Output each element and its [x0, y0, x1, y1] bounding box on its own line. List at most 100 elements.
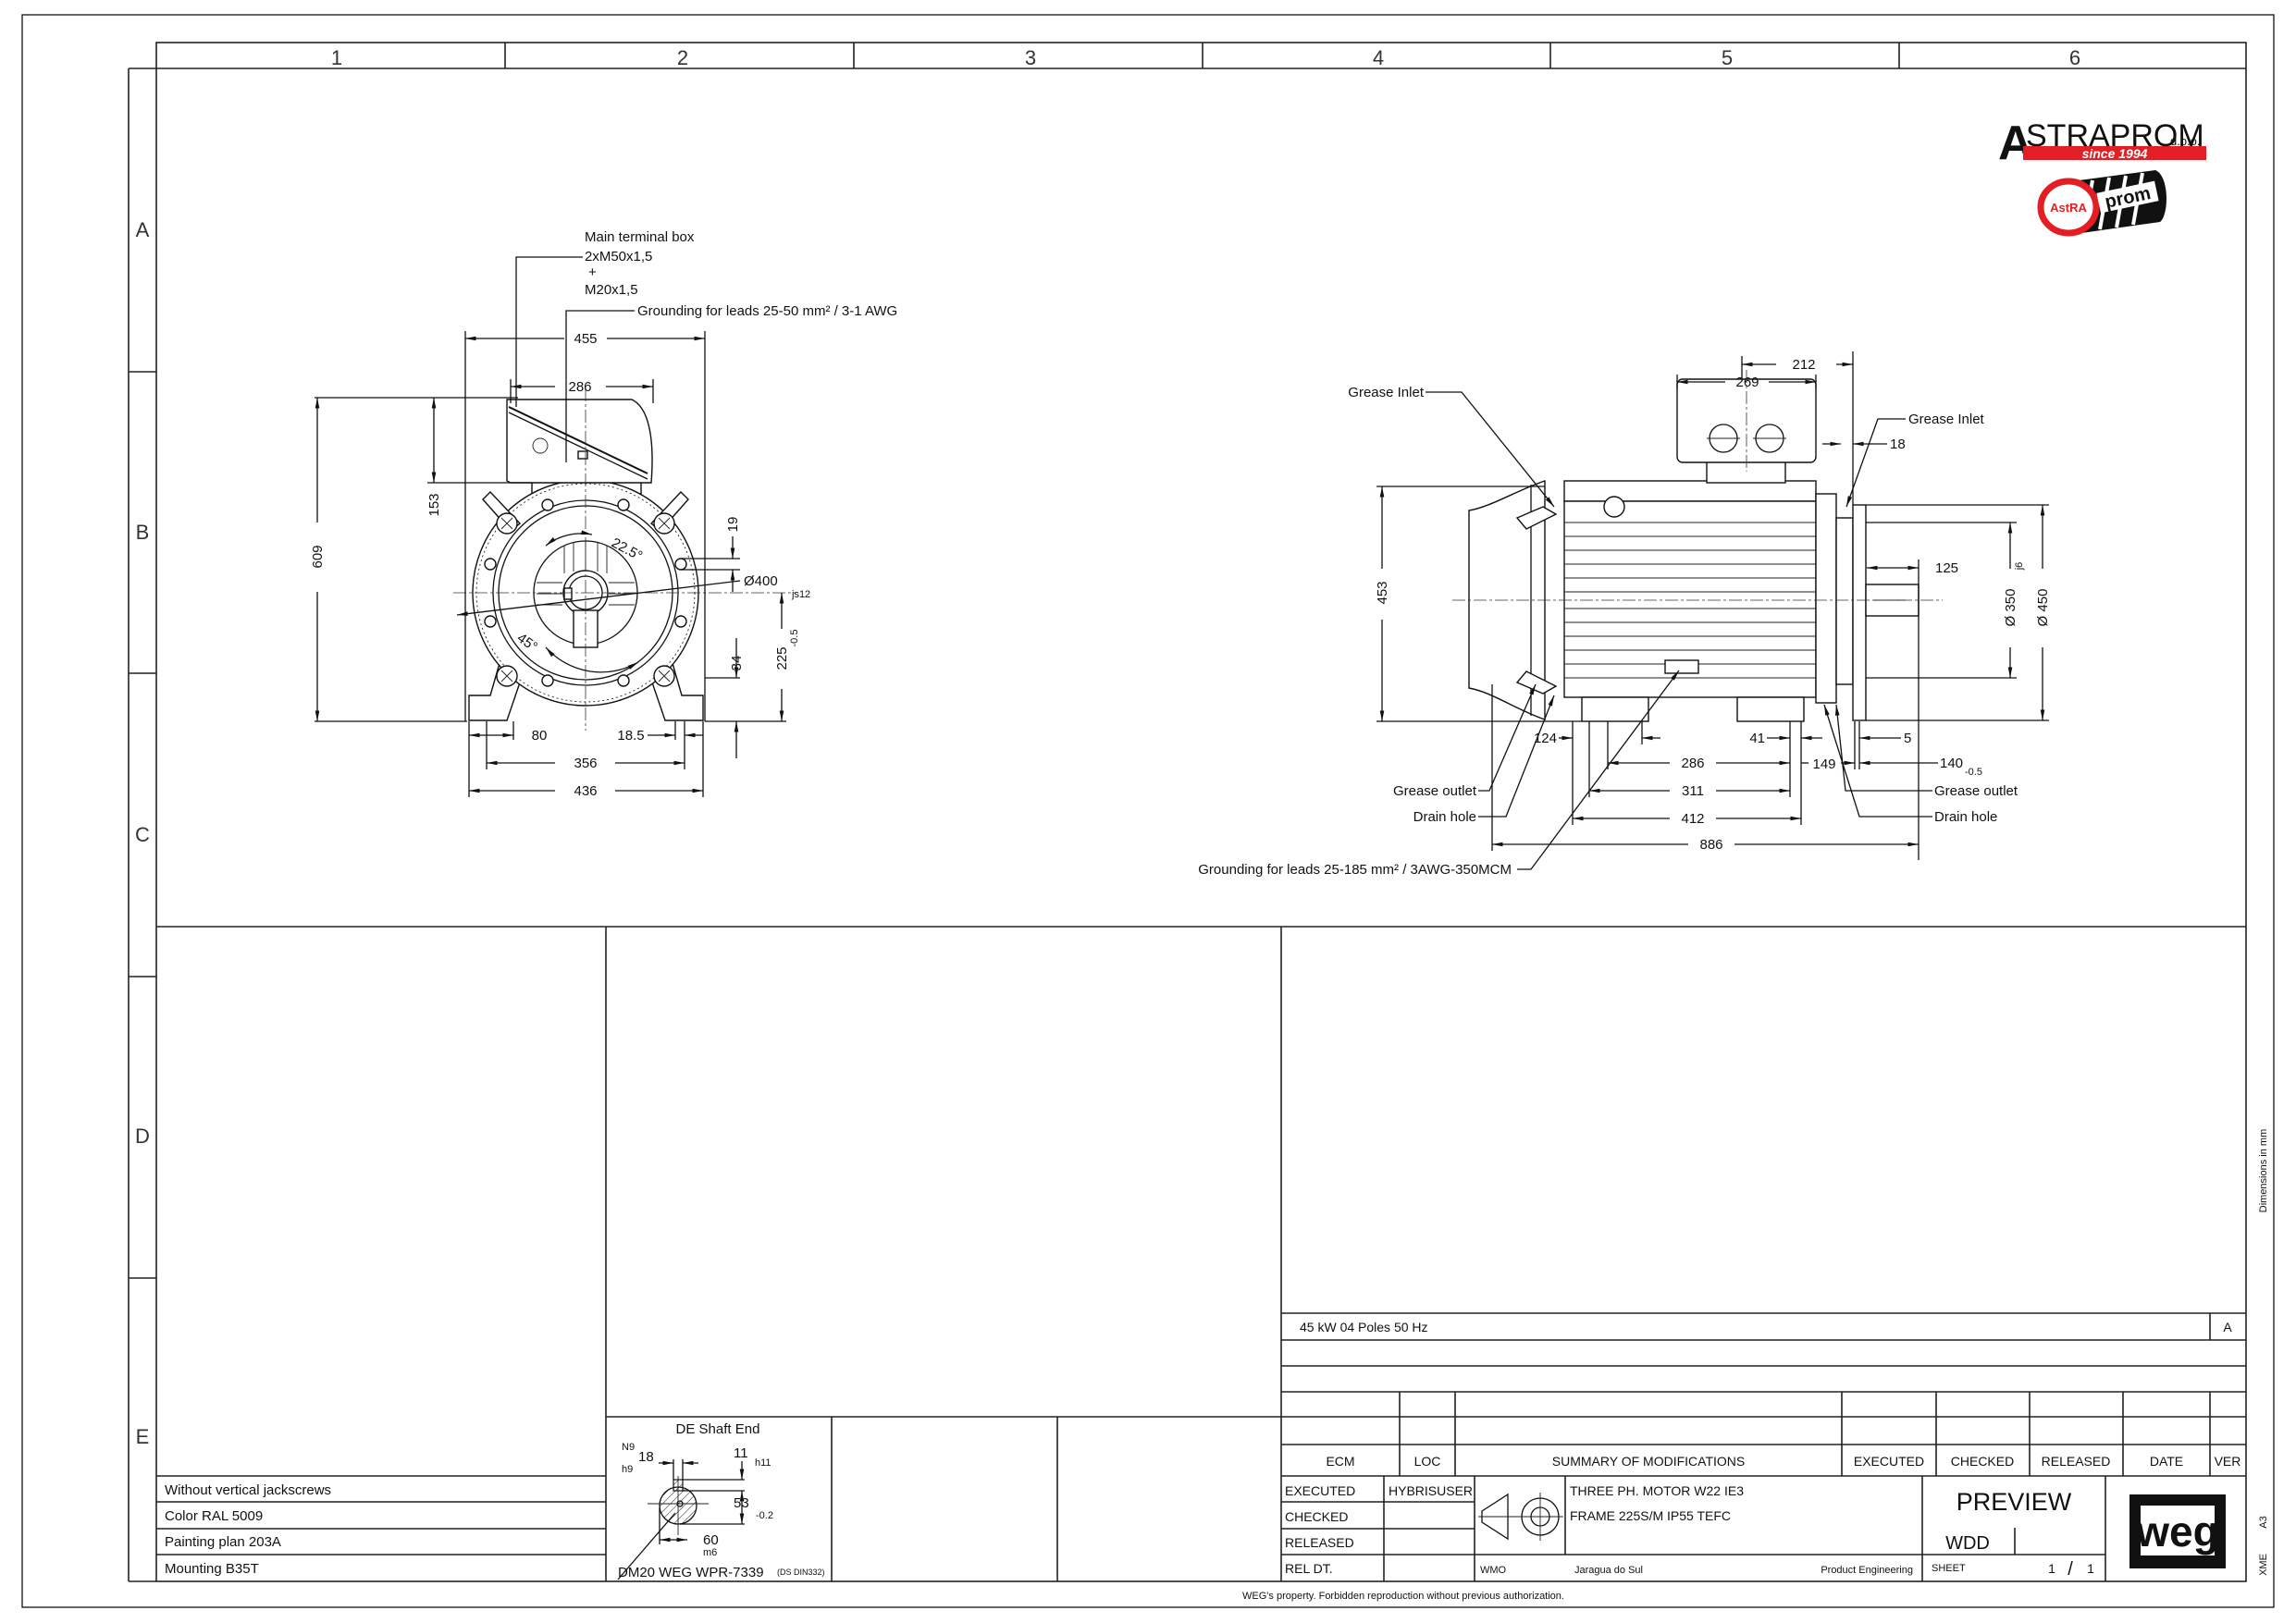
- location: Jaragua do Sul: [1574, 1565, 1643, 1576]
- dim-886: 886: [1699, 837, 1722, 853]
- side-view-labels: Grease Inlet Grease Inlet 212 269 18 453…: [1198, 357, 2051, 878]
- grid-row-b: B: [136, 521, 150, 544]
- dim-53-tol: -0.2: [756, 1510, 773, 1521]
- key-tol-top: N9: [622, 1442, 635, 1453]
- note-item: Color RAL 5009: [165, 1508, 263, 1524]
- sheet-format: A3: [2258, 1516, 2269, 1528]
- department: Product Engineering: [1821, 1565, 1913, 1576]
- sheet-label: SHEET: [1932, 1563, 1966, 1574]
- dim-225-tol: -0.5: [789, 630, 800, 647]
- footer-copyright: WEG's property. Forbidden reproduction w…: [1242, 1591, 1564, 1602]
- executed-value: HYBRISUSER: [1389, 1483, 1473, 1498]
- grid-row-d: D: [135, 1125, 150, 1148]
- dim-d450: Ø 450: [2035, 589, 2051, 627]
- grid-row-a: A: [136, 218, 150, 241]
- terminal-box-gland1: 2xM50x1,5: [585, 249, 652, 264]
- dim-286-front: 286: [568, 379, 591, 395]
- header-ver: VER: [2215, 1454, 2241, 1469]
- grounding-label-side: Grounding for leads 25-185 mm² / 3AWG-35…: [1198, 862, 1512, 878]
- dim-34: 34: [729, 656, 745, 671]
- dim-286-side: 286: [1681, 756, 1704, 771]
- title-block: 45 kW 04 Poles 50 Hz A ECM LOC SUMMARY O…: [1281, 1312, 2246, 1581]
- side-view-motor: [1452, 370, 1943, 722]
- header-ecm: ECM: [1326, 1454, 1354, 1469]
- side-view: Grease Inlet Grease Inlet 212 269 18 453…: [1198, 351, 2051, 878]
- grid-column-labels: 1 2 3 4 5 6: [331, 46, 2080, 69]
- grid-col-5: 5: [1722, 46, 1733, 69]
- header-checked: CHECKED: [1951, 1454, 2014, 1469]
- flange-bolt-icons: [484, 498, 687, 687]
- grease-outlet-right-label: Grease outlet: [1934, 783, 2018, 799]
- side-view-dimensions: [1376, 351, 2049, 870]
- dim-269: 269: [1735, 375, 1759, 390]
- key-tol-bottom: h9: [622, 1464, 633, 1475]
- terminal-box-plus: +: [588, 264, 597, 280]
- astra-badge-text: AstRA: [2050, 201, 2087, 215]
- key-height: 11: [734, 1445, 748, 1461]
- key-width: 18: [638, 1449, 654, 1465]
- astraprom-initial: A: [1998, 117, 2033, 170]
- description-line1: THREE PH. MOTOR W22 IE3: [1570, 1483, 1744, 1498]
- lower-area-grid: [156, 926, 2246, 1581]
- third-angle-projection-icon: [1478, 1493, 1563, 1541]
- dim-60-tol: m6: [703, 1547, 717, 1558]
- astraprom-logo: A STRAPROM d.o.o. since 1994: [1998, 117, 2206, 170]
- astraprom-suffix: d.o.o.: [2170, 134, 2201, 148]
- notes-list: Without vertical jackscrews Color RAL 50…: [165, 1482, 331, 1577]
- dim-d400-tol: js12: [791, 589, 810, 600]
- weg-logo-text: weg: [2135, 1507, 2218, 1555]
- dim-18: 18: [1890, 436, 1906, 452]
- grease-inlet-right-label: Grease Inlet: [1908, 412, 1985, 427]
- motor-rating: 45 kW 04 Poles 50 Hz: [1300, 1320, 1428, 1334]
- header-executed: EXECUTED: [1854, 1454, 1924, 1469]
- revision-letter: A: [2223, 1320, 2232, 1334]
- description-line2: FRAME 225S/M IP55 TEFC: [1570, 1508, 1731, 1523]
- dim-436: 436: [574, 783, 597, 799]
- dim-149: 149: [1812, 756, 1835, 772]
- wmo-label: WMO: [1480, 1565, 1507, 1576]
- note-item: Without vertical jackscrews: [165, 1482, 331, 1498]
- dim-125: 125: [1935, 560, 1958, 576]
- grid-col-3: 3: [1025, 46, 1036, 69]
- dim-356: 356: [574, 756, 597, 771]
- terminal-box-gland2: M20x1,5: [585, 282, 638, 298]
- grid-col-2: 2: [677, 46, 688, 69]
- status-preview: PREVIEW: [1957, 1488, 2072, 1516]
- key-height-tol: h11: [755, 1457, 772, 1469]
- grid-col-6: 6: [2069, 46, 2080, 69]
- header-summary: SUMMARY OF MODIFICATIONS: [1552, 1454, 1745, 1469]
- sheet-separator: /: [2068, 1559, 2073, 1580]
- grounding-label-front: Grounding for leads 25-50 mm² / 3-1 AWG: [637, 303, 897, 319]
- astraprom-since: since 1994: [2082, 146, 2148, 161]
- units-note: Dimensions in mm: [2258, 1129, 2269, 1212]
- front-view-dimensions: [315, 256, 786, 797]
- grid-col-4: 4: [1373, 46, 1384, 69]
- dim-41: 41: [1749, 731, 1765, 746]
- eyebolt-icon: [1603, 496, 1625, 518]
- dim-140-tol: -0.5: [1965, 767, 1982, 778]
- drain-hole-left-label: Drain hole: [1413, 809, 1476, 825]
- weg-logo: weg: [2129, 1494, 2226, 1568]
- dim-412: 412: [1681, 811, 1704, 827]
- astra-prom-badge: AstRA prom: [2037, 170, 2166, 237]
- grid-col-1: 1: [331, 46, 342, 69]
- drain-hole-right-label: Drain hole: [1934, 809, 1997, 825]
- dim-d350-tol: j6: [2014, 562, 2025, 572]
- header-date: DATE: [2150, 1454, 2183, 1469]
- grid-row-labels: A B C D E: [135, 218, 150, 1448]
- modifications-header: ECM LOC SUMMARY OF MODIFICATIONS EXECUTE…: [1326, 1454, 2240, 1469]
- center-hole-spec: DM20 WEG WPR-7339: [618, 1565, 764, 1580]
- dim-140: 140: [1940, 756, 1963, 771]
- de-shaft-end-detail: DE Shaft End N9 18 h9 11 h11 53 -0.2 60 …: [617, 1421, 825, 1580]
- dim-311: 311: [1682, 783, 1704, 799]
- note-item: Painting plan 203A: [165, 1534, 281, 1550]
- shaft-end-title: DE Shaft End: [676, 1421, 760, 1437]
- grease-outlet-left-label: Grease outlet: [1393, 783, 1477, 799]
- cooling-fins: [1564, 522, 1816, 679]
- released-label: RELEASED: [1285, 1535, 1354, 1550]
- note-item: Mounting B35T: [165, 1561, 259, 1577]
- front-view-motor: [453, 388, 796, 731]
- sheet-frame: [21, 14, 2275, 1608]
- header-released: RELEASED: [2042, 1454, 2111, 1469]
